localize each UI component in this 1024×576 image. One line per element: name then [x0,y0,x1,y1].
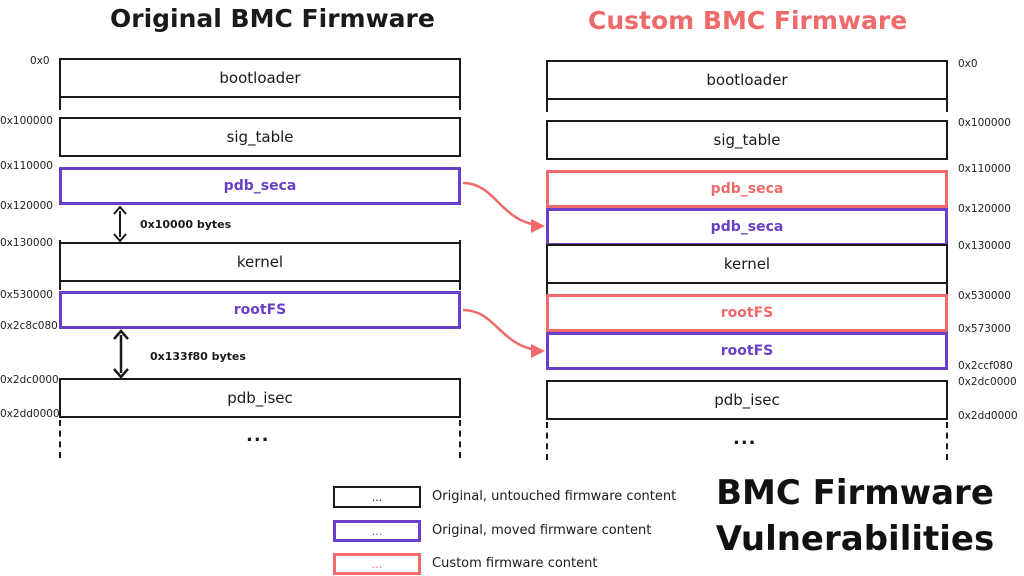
pdb-seca-move-arrow [462,181,538,227]
custom-address-9: 0x2dd0000 [958,410,1018,422]
custom-right-dash [946,422,948,460]
brand-caption: BMC Firmware Vulnerabilities [690,470,1020,562]
legend-untouched-swatch: ... [333,486,421,508]
legend-untouched-label: Original, untouched firmware content [432,489,677,504]
custom-address-5: 0x530000 [958,290,1011,302]
original-address-1: 0x100000 [0,115,53,127]
gap-arrow-1 [113,205,127,243]
custom-kernel-block: kernel [546,244,948,284]
custom-address-4: 0x130000 [958,240,1011,252]
gap-label-2: 0x133f80 bytes [150,350,246,363]
original-right-dash [459,420,461,458]
legend-moved-label: Original, moved firmware content [432,523,652,538]
original-address-0: 0x0 [30,55,50,67]
original-pdb-isec-block: pdb_isec [59,378,461,418]
brand-line-2: Vulnerabilities [715,519,995,559]
custom-address-0: 0x0 [958,58,978,70]
legend-moved-swatch: ... [333,520,421,542]
original-address-4: 0x130000 [0,237,53,249]
move-arrows [462,181,545,358]
original-pdb-seca-block: pdb_seca [59,167,461,205]
original-address-3: 0x120000 [0,200,53,212]
original-address-8: 0x2dd0000 [0,408,60,420]
original-left-dash [59,420,61,458]
original-sig-table-block: sig_table [59,117,461,157]
custom-pdb-isec-block: pdb_isec [546,380,948,420]
gap-arrow-2 [113,329,129,379]
gap-label-1: 0x10000 bytes [140,218,232,231]
brand-line-1: BMC Firmware [716,473,994,513]
original-kernel-block: kernel [59,242,461,282]
custom-address-3: 0x120000 [958,203,1011,215]
original-address-5: 0x530000 [0,289,53,301]
original-bootloader-block: bootloader [59,58,461,98]
custom-ellipsis: ... [733,428,757,449]
original-title: Original BMC Firmware [110,4,435,33]
custom-address-6: 0x573000 [958,323,1011,335]
custom-pdb-seca-block: pdb_seca [546,170,948,208]
original-address-7: 0x2dc0000 [0,374,59,386]
original-address-2: 0x110000 [0,160,53,172]
custom-address-1: 0x100000 [958,117,1011,129]
custom-title: Custom BMC Firmware [588,6,908,35]
custom-address-2: 0x110000 [958,163,1011,175]
original-ellipsis: ... [246,425,270,446]
original-address-6: 0x2c8c080 [0,320,58,332]
legend-custom-swatch: ... [333,553,421,575]
custom-sig-table-block: sig_table [546,120,948,160]
custom-rootfs-block: rootFS [546,294,948,332]
legend-custom-label: Custom firmware content [432,556,598,571]
rootfs-move-arrow [462,308,538,352]
custom-bootloader-block: bootloader [546,60,948,100]
original-rootfs-block: rootFS [59,291,461,329]
custom-moved-rootfs-block: rootFS [546,332,948,370]
custom-address-7: 0x2ccf080 [958,360,1013,372]
custom-moved-pdb-seca-block: pdb_seca [546,208,948,246]
custom-address-8: 0x2dc0000 [958,376,1017,388]
custom-left-dash [546,422,548,460]
